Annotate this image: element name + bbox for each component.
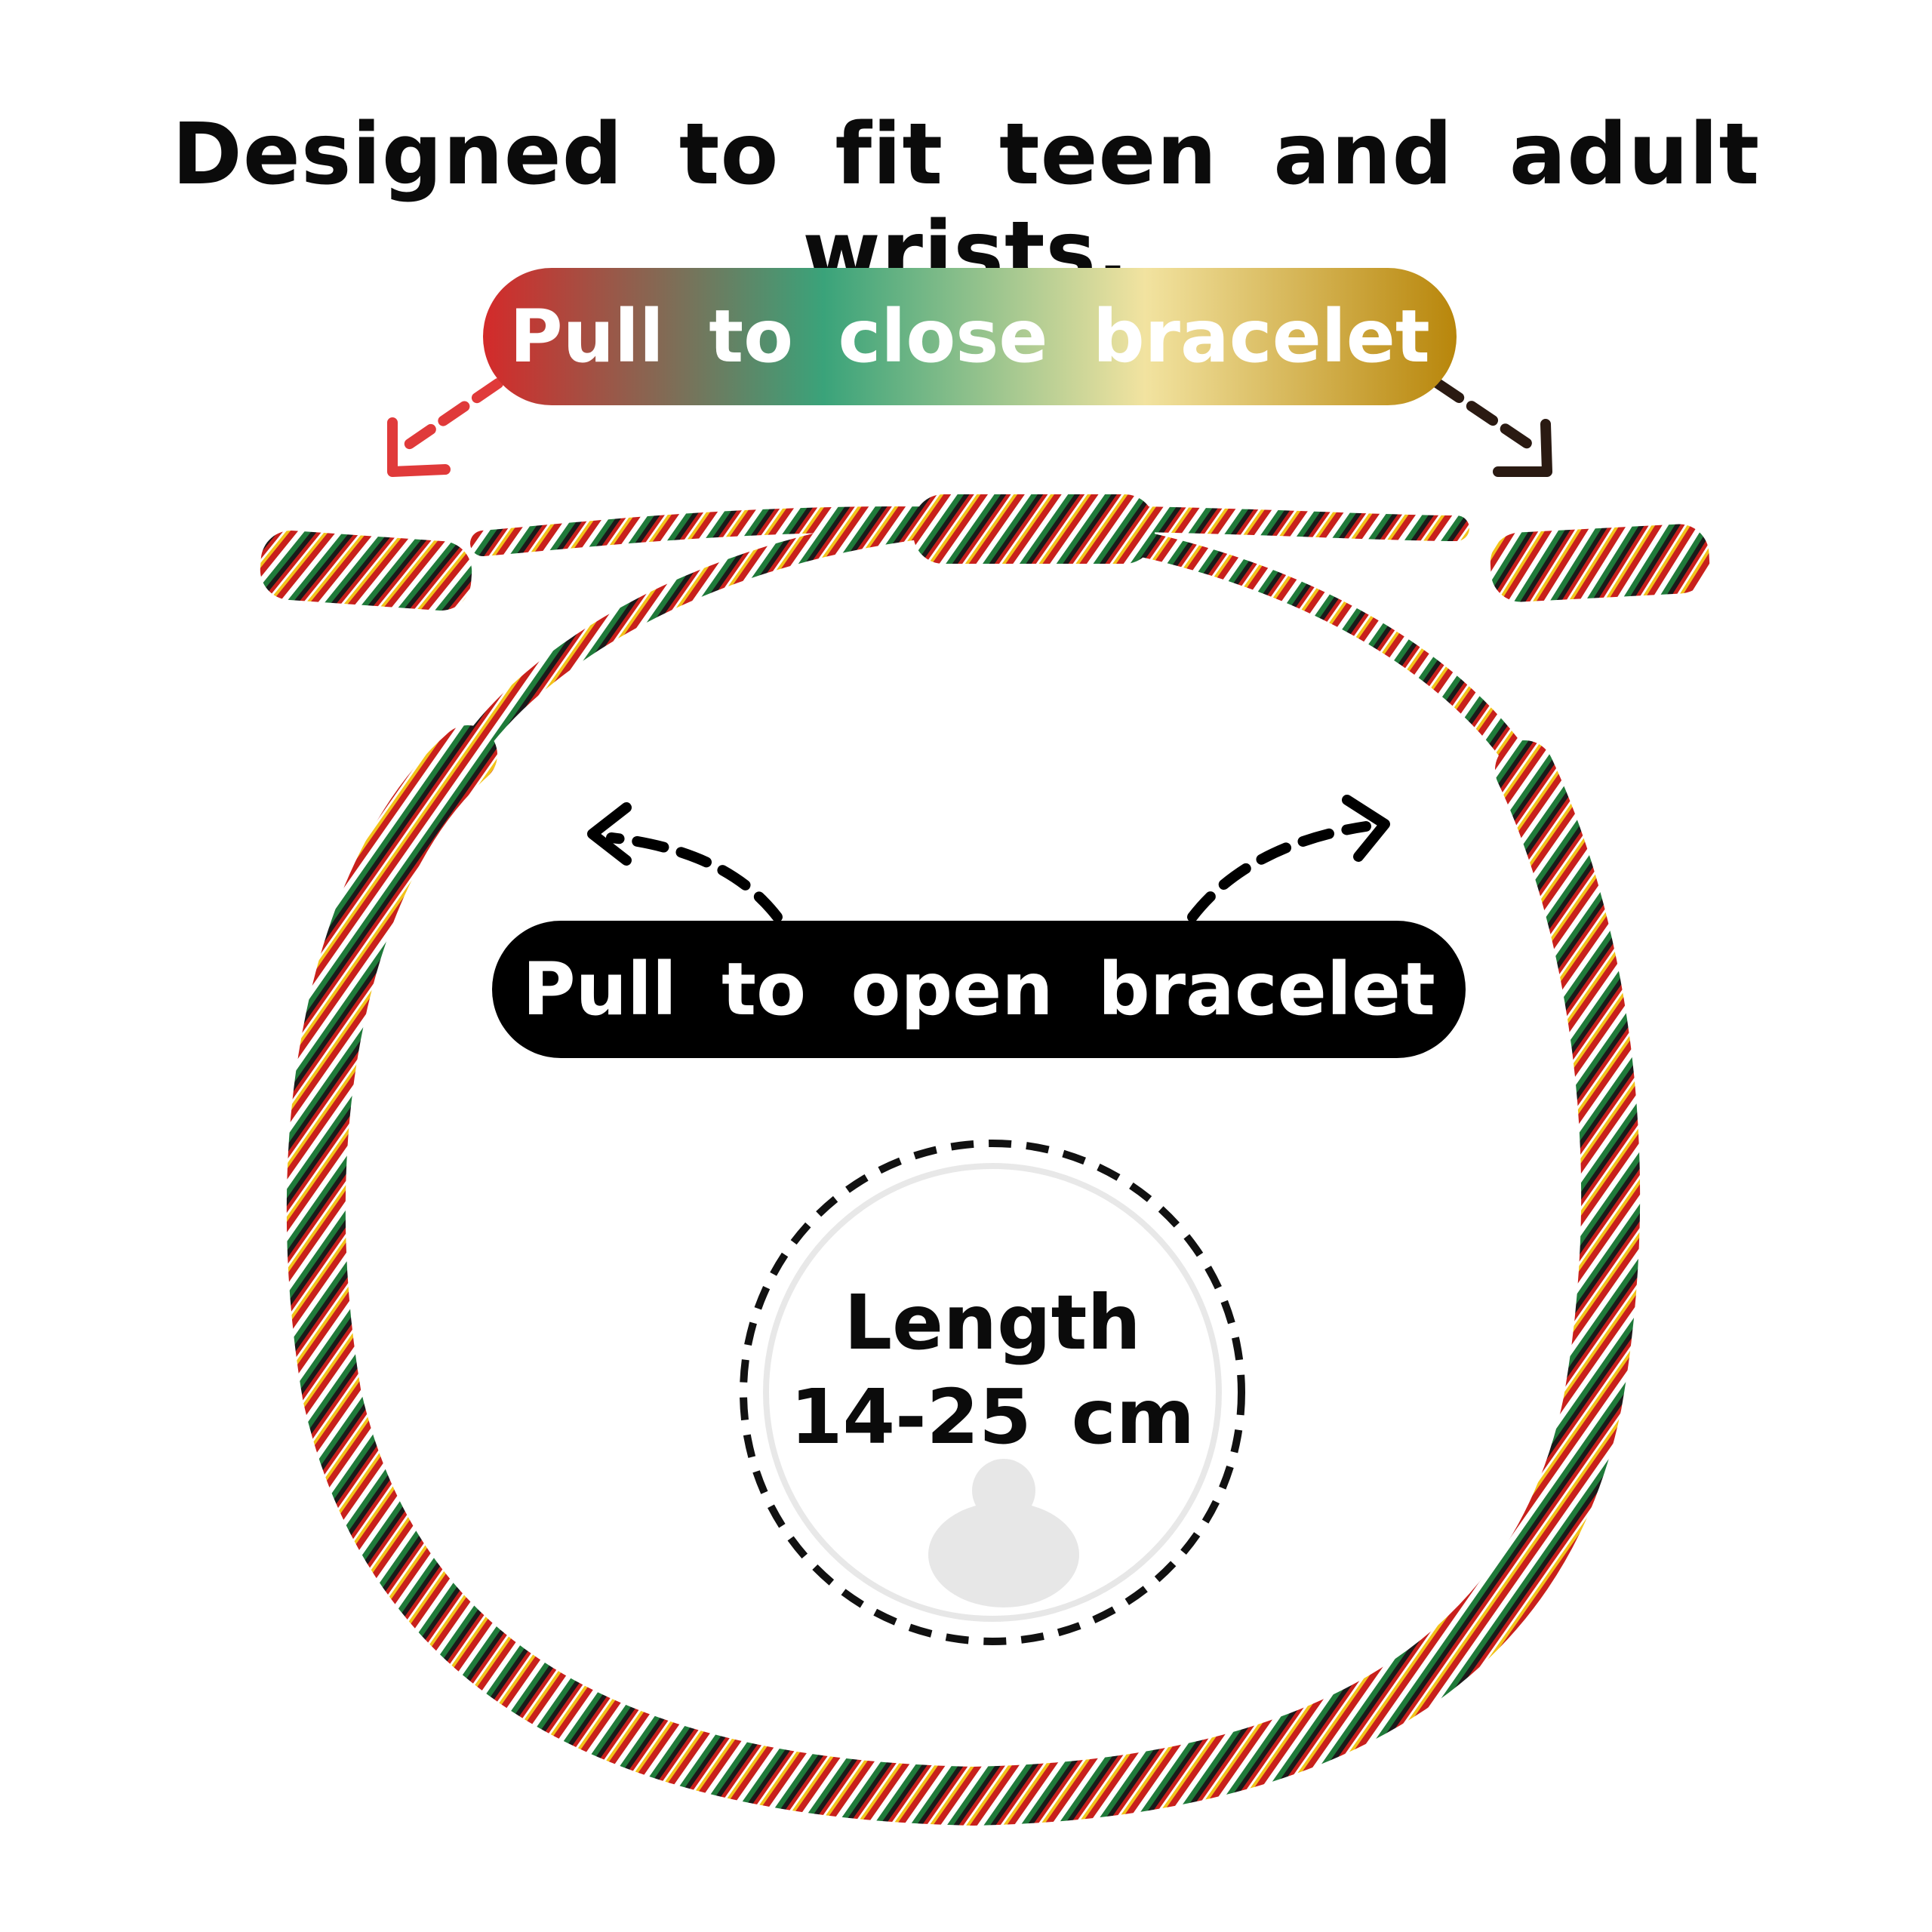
bracelet-ring (286, 725, 1641, 1826)
length-dashed-circle (740, 1140, 1245, 1645)
pull-to-close-label: Pull to close bracelet (509, 294, 1430, 379)
length-title: Length (844, 1278, 1141, 1367)
bracelet-end-knot-right (1490, 524, 1710, 602)
pull-to-close-badge: Pull to close bracelet (483, 268, 1457, 405)
open-arrow-right-icon (1187, 795, 1390, 922)
bracelet-end-knot-left (260, 531, 472, 611)
length-value: 14-25 cm (789, 1373, 1195, 1461)
open-arrow-left-icon (587, 802, 783, 922)
length-info: Length 14-25 cm (743, 1275, 1241, 1464)
close-arrow-right-icon (1432, 378, 1552, 477)
close-arrow-left-icon (387, 378, 503, 477)
watermark-logo (763, 1163, 1222, 1622)
pull-to-open-badge: Pull to open bracelet (492, 921, 1466, 1058)
bracelet-sliding-knot (913, 494, 1155, 564)
pull-to-open-label: Pull to open bracelet (522, 947, 1435, 1032)
